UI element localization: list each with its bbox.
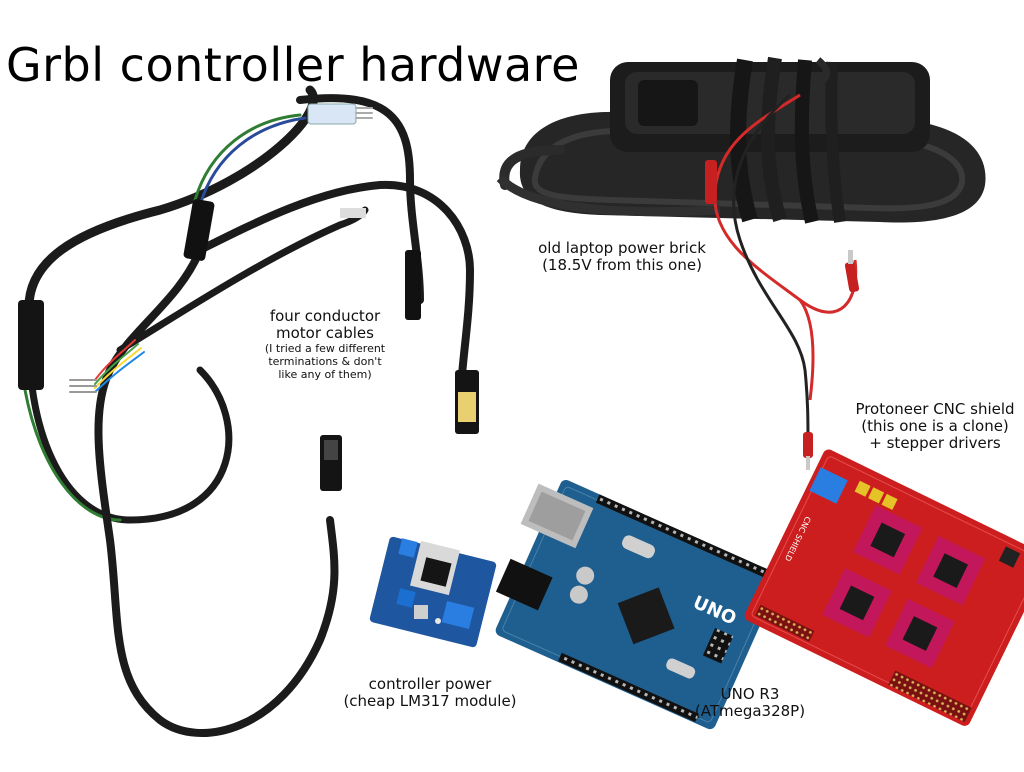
motor-cables	[18, 85, 479, 737]
stepper-driver	[852, 505, 923, 575]
power-brick-caption: old laptop power brick (18.5V from this …	[537, 240, 707, 274]
caption-line: (this one is a clone)	[861, 417, 1009, 435]
caption-note: (I tried a few different	[264, 342, 386, 355]
cnc-shield-caption: Protoneer CNC shield (this one is a clon…	[845, 401, 1024, 452]
caption-line: + stepper drivers	[869, 434, 1001, 452]
caption-line: Protoneer CNC shield	[855, 400, 1015, 418]
caption-line: (cheap LM317 module)	[343, 692, 517, 710]
uno-caption: UNO R3 (ATmega328P)	[690, 686, 810, 720]
stepper-driver	[885, 598, 955, 669]
caption-line: (ATmega328P)	[694, 702, 806, 720]
lm317-module	[369, 536, 497, 648]
caption-line: motor cables	[276, 324, 374, 342]
cnc-shield-board: CNC SHIELD	[744, 449, 1024, 726]
stepper-driver	[822, 568, 892, 638]
page-title: Grbl controller hardware	[6, 37, 580, 92]
arduino-uno-board: UNO	[495, 480, 781, 730]
motor-cables-caption: four conductor motor cables (I tried a f…	[260, 307, 390, 382]
caption-line: controller power	[368, 675, 492, 693]
caption-note: terminations & don't	[268, 355, 382, 368]
caption-line: UNO R3	[720, 685, 780, 703]
laptop-power-brick	[496, 56, 986, 470]
caption-note: like any of them)	[278, 368, 372, 381]
controller-power-caption: controller power (cheap LM317 module)	[332, 676, 528, 710]
caption-line: (18.5V from this one)	[542, 256, 702, 274]
caption-line: old laptop power brick	[538, 239, 706, 257]
stepper-driver	[915, 535, 986, 606]
caption-line: four conductor	[269, 307, 381, 325]
